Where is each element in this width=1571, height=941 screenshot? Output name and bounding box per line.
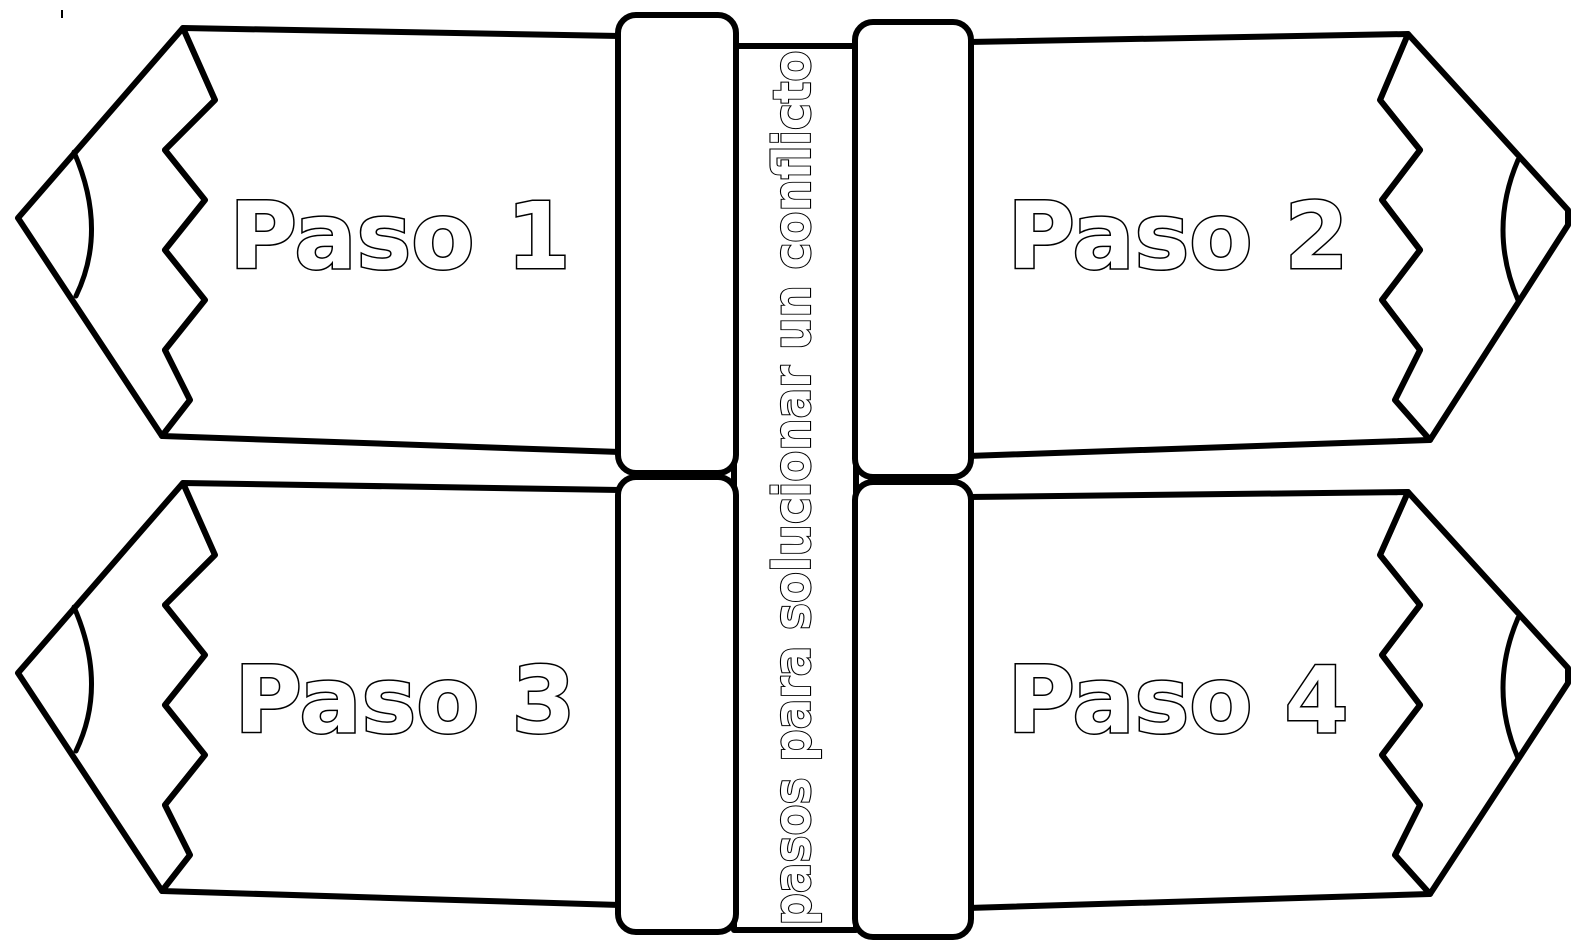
pencil-step-1[interactable]: Paso 1 [18,28,620,452]
fold-tab-bottom-right[interactable] [855,482,971,937]
fold-tab-bottom-left[interactable] [618,477,736,932]
pencil-step-4[interactable]: Paso 4 [968,492,1568,908]
fold-tab-top-right[interactable] [855,22,971,477]
fold-tab-top-left[interactable] [618,15,736,473]
step-label-3: Paso 3 [234,647,575,754]
step-label-1: Paso 1 [229,183,570,290]
pencil-step-2[interactable]: Paso 2 [968,34,1568,456]
pencil-step-3[interactable]: Paso 3 [18,483,620,905]
center-spine: pasos para solucionar un conflicto [734,46,856,930]
step-label-4: Paso 4 [1007,647,1348,754]
spine-title: pasos para solucionar un conflicto [763,51,823,926]
step-label-2: Paso 2 [1007,183,1348,290]
